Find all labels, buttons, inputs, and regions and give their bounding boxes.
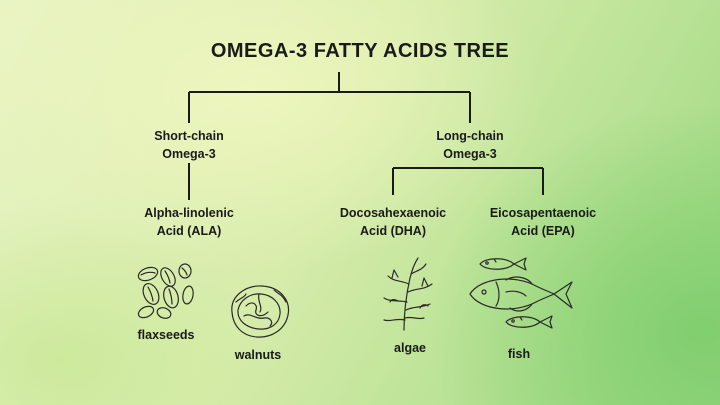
long-chain-line2: Omega-3 (443, 147, 497, 161)
source-label-flaxseeds: flaxseeds (137, 328, 195, 342)
dha-line2: Acid (DHA) (360, 224, 426, 238)
long-chain-line1: Long-chain (436, 129, 504, 143)
ala-line1: Alpha-linolenic (144, 206, 234, 220)
ala-line2: Acid (ALA) (156, 224, 222, 238)
node-ala: Alpha-linolenic Acid (ALA) (114, 204, 264, 240)
dha-line1: Docosahexaenoic (339, 206, 447, 220)
source-label-fish: fish (507, 347, 531, 361)
short-chain-line2: Omega-3 (162, 147, 216, 161)
algae-icon (383, 257, 433, 331)
fish-icon (469, 257, 573, 329)
node-epa: Eicosapentaenoic Acid (EPA) (468, 204, 618, 240)
node-long-chain: Long-chain Omega-3 (395, 127, 545, 163)
walnut-icon (231, 285, 290, 338)
node-dha: Docosahexaenoic Acid (DHA) (318, 204, 468, 240)
source-label-walnuts: walnuts (234, 348, 282, 362)
epa-line2: Acid (EPA) (511, 224, 575, 238)
diagram-title: OMEGA-3 FATTY ACIDS TREE (210, 40, 510, 62)
short-chain-line1: Short-chain (154, 129, 224, 143)
epa-line1: Eicosapentaenoic (489, 206, 597, 220)
flaxseeds-icon (137, 263, 194, 319)
node-short-chain: Short-chain Omega-3 (114, 127, 264, 163)
source-label-algae: algae (394, 341, 426, 355)
